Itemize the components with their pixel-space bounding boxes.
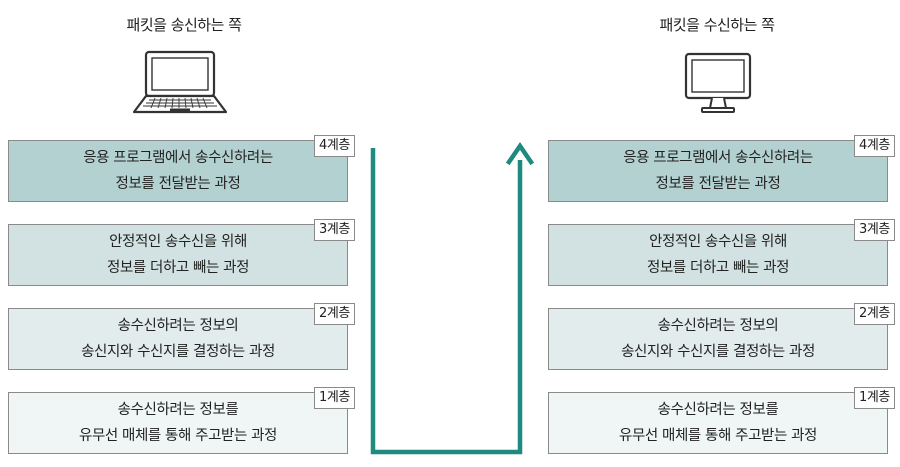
receiver-layer-3-line1: 안정적인 송수신을 위해 — [649, 234, 787, 250]
receiver-layer-3: 안정적인 송수신을 위해 정보를 더하고 빼는 과정 3계층 — [548, 219, 895, 286]
receiver-layer-4-badge: 4계층 — [854, 135, 895, 157]
sender-layer-3: 안정적인 송수신을 위해 정보를 더하고 빼는 과정 3계층 — [8, 219, 355, 286]
receiver-layer-1: 송수신하려는 정보를 유무선 매체를 통해 주고받는 과정 1계층 — [548, 387, 895, 454]
sender-layer-2-line1: 송수신하려는 정보의 — [117, 318, 239, 334]
sender-layer-1-line2: 유무선 매체를 통해 주고받는 과정 — [79, 428, 277, 444]
sender-layer-4: 응용 프로그램에서 송수신하려는 정보를 전달받는 과정 4계층 — [8, 135, 355, 202]
sender-layer-3-badge: 3계층 — [314, 219, 355, 241]
sender-layer-4-line2: 정보를 전달받는 과정 — [115, 176, 241, 192]
laptop-icon — [132, 50, 228, 114]
sender-layer-1: 송수신하려는 정보를 유무선 매체를 통해 주고받는 과정 1계층 — [8, 387, 355, 454]
sender-layer-4-badge: 4계층 — [314, 135, 355, 157]
receiver-layer-1-badge: 1계층 — [854, 387, 895, 409]
receiver-layer-2-badge: 2계층 — [854, 303, 895, 325]
sender-title: 패킷을 송신하는 쪽 — [126, 16, 242, 34]
sender-layer-3-line2: 정보를 더하고 빼는 과정 — [106, 260, 250, 276]
receiver-layer-3-line2: 정보를 더하고 빼는 과정 — [646, 260, 790, 276]
receiver-layer-2-line1: 송수신하려는 정보의 — [657, 318, 779, 334]
sender-layer-4-line1: 응용 프로그램에서 송수신하려는 — [83, 150, 273, 166]
sender-layer-2-line2: 송신지와 수신지를 결정하는 과정 — [81, 344, 275, 360]
receiver-layer-4-line1: 응용 프로그램에서 송수신하려는 — [623, 150, 813, 166]
sender-layer-3-line1: 안정적인 송수신을 위해 — [109, 234, 247, 250]
flow-arrow-line — [370, 148, 523, 455]
receiver-layer-1-line2: 유무선 매체를 통해 주고받는 과정 — [619, 428, 817, 444]
sender-layer-1-line1: 송수신하려는 정보를 — [117, 402, 239, 418]
sender-layer-2-badge: 2계층 — [314, 303, 355, 325]
receiver-title: 패킷을 수신하는 쪽 — [659, 16, 775, 34]
receiver-layer-4: 응용 프로그램에서 송수신하려는 정보를 전달받는 과정 4계층 — [548, 135, 895, 202]
sender-layer-2: 송수신하려는 정보의 송신지와 수신지를 결정하는 과정 2계층 — [8, 303, 355, 370]
receiver-layer-2-line2: 송신지와 수신지를 결정하는 과정 — [621, 344, 815, 360]
flow-arrow-head-icon — [505, 142, 535, 166]
receiver-layer-1-line1: 송수신하려는 정보를 — [657, 402, 779, 418]
receiver-layer-3-badge: 3계층 — [854, 219, 895, 241]
receiver-layer-4-line2: 정보를 전달받는 과정 — [655, 176, 781, 192]
monitor-icon — [684, 52, 752, 113]
receiver-layer-2: 송수신하려는 정보의 송신지와 수신지를 결정하는 과정 2계층 — [548, 303, 895, 370]
sender-layer-1-badge: 1계층 — [314, 387, 355, 409]
